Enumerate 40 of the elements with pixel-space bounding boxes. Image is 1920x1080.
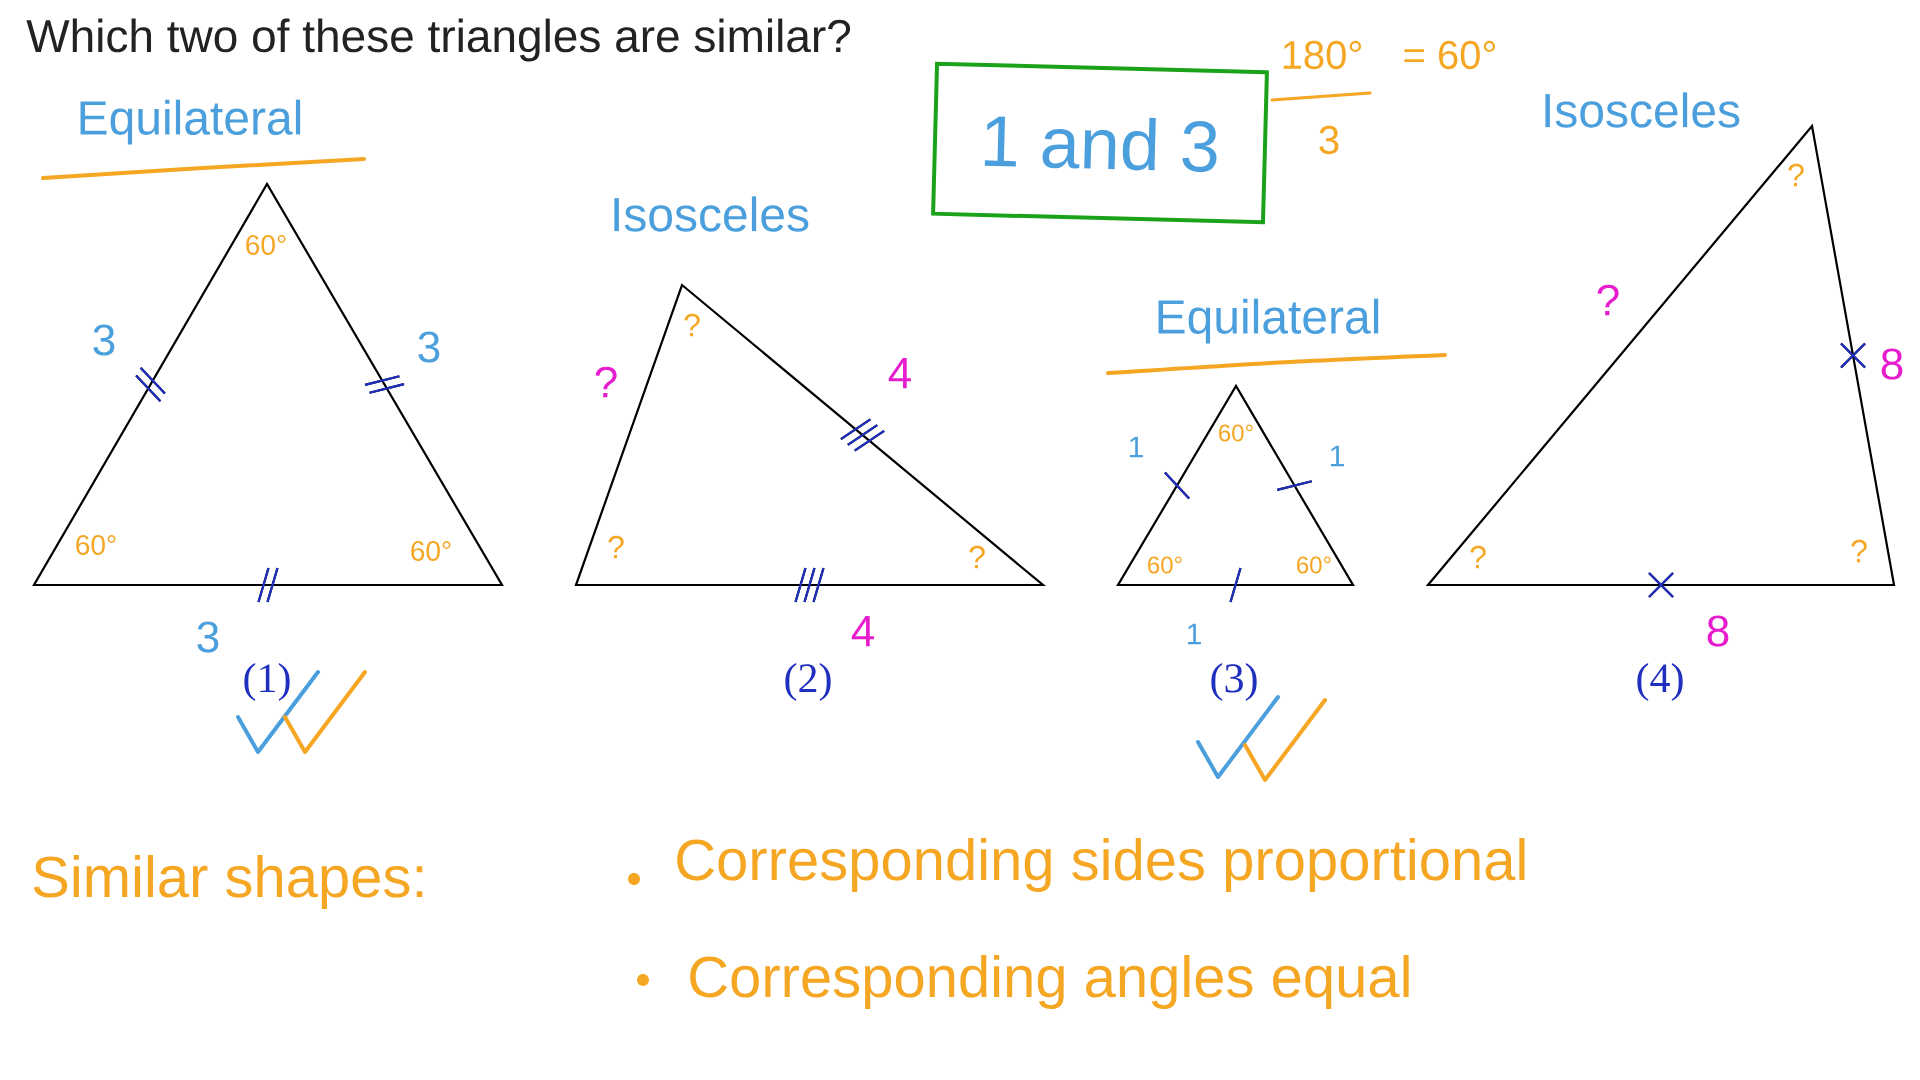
angle-label: 60° [1297, 556, 1331, 574]
angle-label: ? [684, 313, 700, 337]
side-length-label: 8 [1707, 615, 1729, 647]
angle-label: 60° [1219, 424, 1253, 442]
triangle-type-label: Isosceles [614, 196, 809, 232]
angle-label: ? [969, 545, 985, 569]
angle-label: ? [595, 366, 617, 398]
side-length-label: 3 [197, 621, 219, 653]
side-length-label: 4 [888, 357, 911, 389]
answer-box: 1 and 3 [931, 61, 1269, 225]
angle-label: ? [1470, 545, 1486, 569]
side-length-label: 4 [851, 615, 874, 647]
side-length-label: 1 [1330, 445, 1344, 467]
note-text: Corresponding angles equal [690, 955, 1409, 1010]
triangle-number: (2) [785, 662, 831, 702]
side-length-label: 1 [1129, 436, 1143, 458]
triangle-number: (1) [244, 662, 290, 702]
angle-label: ? [1788, 163, 1804, 187]
question-text: Which two of these triangles are similar? [26, 18, 851, 62]
triangle-number: (4) [1637, 662, 1683, 702]
angle-label: 60° [411, 541, 451, 561]
note-text: Similar shapes: [33, 855, 423, 910]
formula-text: 180° [1283, 40, 1361, 70]
angle-label: 60° [1148, 556, 1182, 574]
side-length-label: 3 [93, 324, 115, 356]
side-length-label: 1 [1187, 623, 1201, 645]
side-length-label: 3 [418, 331, 440, 363]
triangle-type-label: Equilateral [1158, 298, 1379, 344]
triangle-type-label: Equilateral [80, 99, 301, 145]
formula-text: 3 [1319, 125, 1339, 155]
formula-text: = 60° [1404, 40, 1496, 70]
note-text: Corresponding sides proportional [677, 838, 1525, 893]
angle-label: ? [608, 535, 624, 559]
angle-label: ? [1597, 284, 1619, 316]
triangle-number: (3) [1211, 662, 1257, 702]
angle-label: 60° [246, 235, 286, 255]
angle-label: ? [1851, 539, 1867, 563]
angle-label: 60° [76, 535, 116, 555]
triangle-type-label: Isosceles [1545, 92, 1740, 128]
side-length-label: 8 [1881, 348, 1903, 380]
